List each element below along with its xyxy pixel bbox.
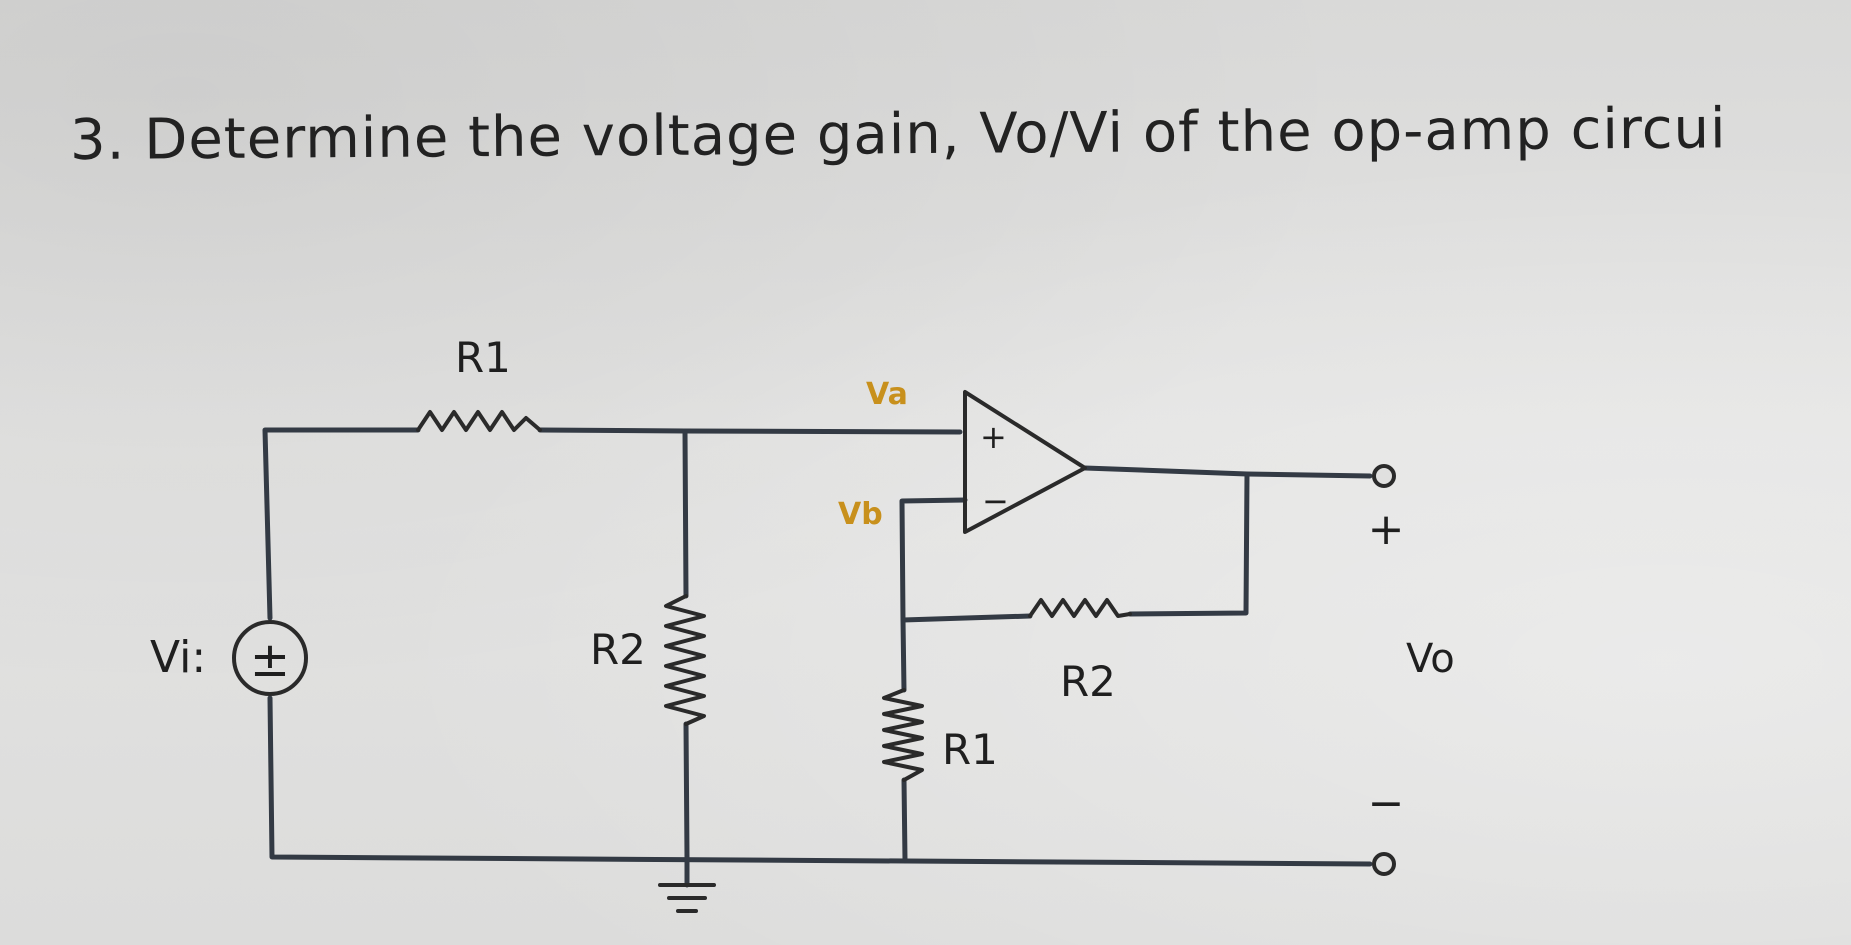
- label-output-plus: +: [1368, 504, 1405, 555]
- wire-node-to-feedback-r2: [900, 613, 1033, 623]
- output-terminal-plus: [1372, 464, 1396, 488]
- label-vb-node: Vb: [838, 497, 883, 532]
- label-vi: Vi:: [150, 632, 206, 683]
- resistor-r2-shunt: [664, 594, 706, 726]
- voltage-source-vi: [232, 620, 308, 696]
- wire-opamp-output: [1082, 465, 1373, 479]
- op-amp-minus-label: −: [982, 482, 1009, 520]
- output-terminal-minus: [1372, 852, 1396, 876]
- wire-r2-to-ground-bus: [683, 721, 690, 860]
- wire-node-to-r1-ground: [900, 617, 907, 693]
- ground-icon: [658, 854, 716, 913]
- label-r1-series: R1: [455, 333, 511, 382]
- wire-r1-to-plus-input: [537, 427, 963, 435]
- label-vo: Vo: [1406, 636, 1455, 682]
- label-r2-shunt: R2: [590, 625, 646, 674]
- wire-feedback-r2-to-output: [1127, 471, 1250, 617]
- label-output-minus: −: [1368, 778, 1405, 829]
- wire-minus-input: [899, 497, 968, 623]
- op-amp-triangle: [963, 390, 1087, 534]
- wire-r1-ground-to-bus: [901, 777, 908, 863]
- label-r1-ground: R1: [942, 725, 998, 774]
- resistor-r1-ground: [882, 688, 924, 782]
- resistor-r1-series: [416, 410, 542, 432]
- op-amp-plus-label: +: [980, 418, 1007, 456]
- wire-source-to-r1: [262, 427, 421, 621]
- wire-source-to-ground-bus: [267, 695, 1373, 867]
- label-r2-feedback: R2: [1060, 657, 1116, 706]
- label-va-node: Va: [866, 377, 908, 412]
- resistor-r2-feedback: [1028, 598, 1132, 618]
- source-polarity-label: ±: [250, 632, 290, 688]
- wire-node-to-r2: [682, 428, 689, 599]
